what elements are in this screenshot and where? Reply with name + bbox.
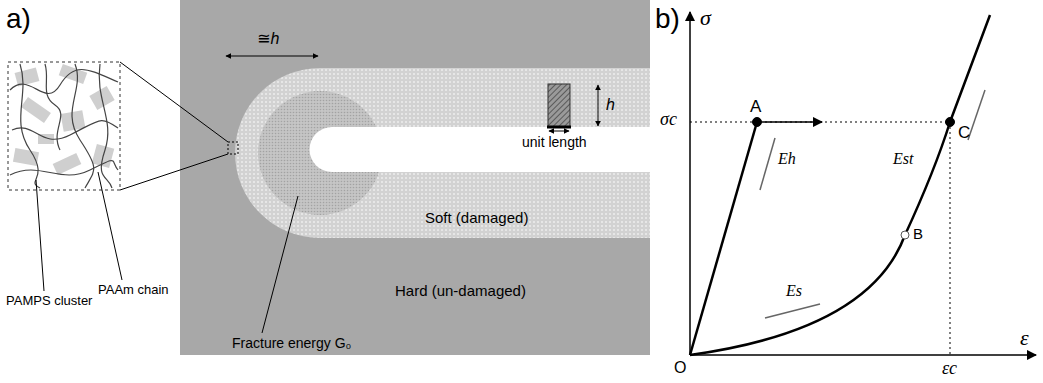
region-label: Hard (un-damaged) [395, 283, 526, 300]
modulus-label: Eh [778, 150, 796, 168]
modulus-label: Es [786, 282, 802, 300]
dimension-label: unit length [522, 135, 587, 150]
axis-label: ε [1020, 326, 1029, 350]
axis-label: σ [700, 6, 711, 30]
origin-label: O [674, 359, 686, 377]
soft-damaged-zone: Soft (damaged) [220, 60, 650, 245]
component-label: PAMPS cluster [6, 294, 92, 308]
axis-value: εc [942, 359, 957, 379]
panel-label: a) [6, 4, 31, 35]
annotation: Fracture energy G₀ [232, 336, 351, 351]
point-label: C [958, 124, 970, 143]
stress-strain-plot [690, 12, 1036, 355]
network-inset [8, 62, 120, 190]
dimension-label: h [606, 96, 615, 114]
point-label: B [913, 226, 923, 243]
modulus-label: Est [893, 150, 913, 168]
dimension-label: ≅h [257, 30, 279, 48]
axis-value: σc [660, 110, 677, 130]
region-label: Soft (damaged) [425, 210, 528, 227]
component-label: PAAm chain [98, 283, 169, 297]
point-label: A [750, 98, 761, 117]
hard-region: Soft (damaged) Hard (un-damaged) [180, 0, 650, 355]
panel-label: b) [655, 4, 680, 35]
